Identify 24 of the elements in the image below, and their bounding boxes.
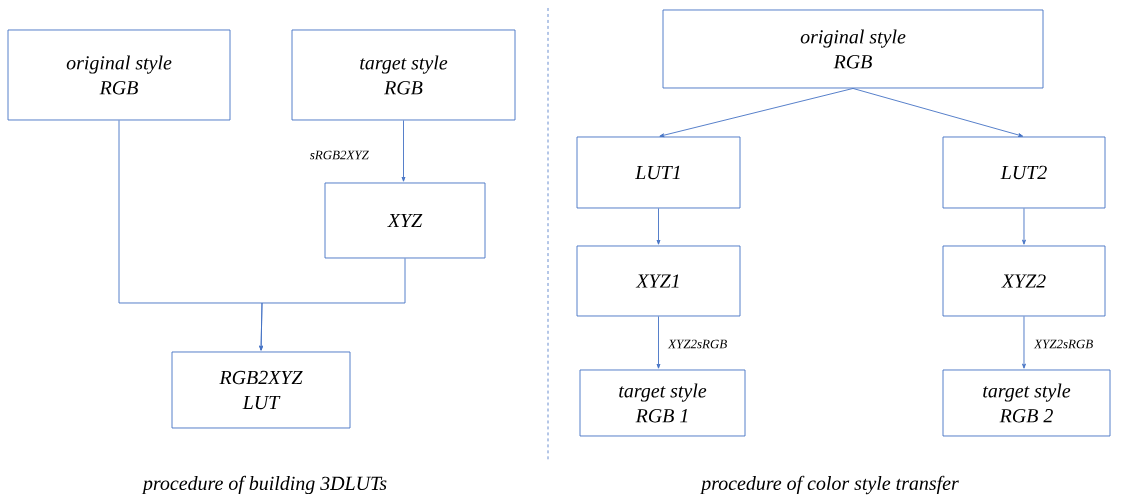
edge-label: XYZ2sRGB: [667, 338, 729, 350]
process-box: target style RGB: [291, 29, 516, 121]
process-box: target style RGB 2: [942, 369, 1111, 437]
process-box: XYZ2: [942, 245, 1106, 317]
process-box: LUT2: [942, 136, 1106, 209]
process-box: RGB2XYZ LUT: [171, 351, 351, 429]
arrow: [1022, 208, 1026, 245]
edge-label: sRGB2XYZ: [308, 149, 370, 161]
arrow: [401, 120, 406, 182]
arrow: [1022, 316, 1026, 369]
arrow: [656, 316, 661, 369]
caption-text: procedure of building 3DLUTs: [141, 475, 387, 495]
edge-label: XYZ2sRGB: [1033, 338, 1095, 350]
arrow: [659, 88, 854, 138]
process-box: original style RGB: [662, 9, 1044, 89]
arrow: [656, 208, 661, 245]
process-box: original style RGB: [7, 29, 231, 121]
process-box: XYZ: [324, 182, 486, 259]
caption-text: procedure of color style transfer: [700, 475, 959, 495]
process-box: target style RGB 1: [579, 369, 746, 437]
process-box: LUT1: [576, 136, 741, 209]
arrow: [259, 258, 406, 351]
arrow: [852, 88, 1024, 137]
process-box: XYZ1: [576, 245, 741, 317]
